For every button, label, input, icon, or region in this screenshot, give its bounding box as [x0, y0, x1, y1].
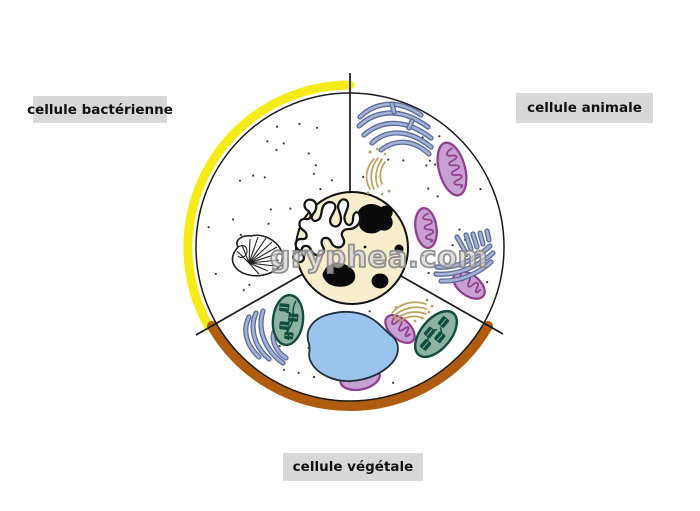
- label-cellule-vegetale: cellule végétale: [283, 453, 423, 481]
- nucleoid-squiggle: [292, 198, 362, 264]
- er-animal-top: [356, 101, 434, 157]
- golgi-animal: [365, 147, 391, 196]
- chloroplast: [413, 309, 459, 359]
- mitochondrion: [436, 141, 468, 197]
- er-plant: [243, 308, 289, 366]
- label-cellule-bacterienne: cellule bactérienne: [27, 96, 173, 123]
- chromatin-blobs: [322, 203, 404, 289]
- watermark: gryphea.com: [269, 239, 489, 275]
- mitochondrion: [414, 206, 438, 250]
- cell-wall-arc: [207, 321, 493, 412]
- capsule-arc: [183, 80, 355, 332]
- vacuole: [306, 310, 399, 382]
- golgi-plant: [391, 298, 434, 323]
- label-cellule-animale: cellule animale: [516, 93, 653, 123]
- er-animal-right: [433, 228, 496, 284]
- mesosome: [231, 234, 284, 277]
- chloroplast: [271, 293, 305, 347]
